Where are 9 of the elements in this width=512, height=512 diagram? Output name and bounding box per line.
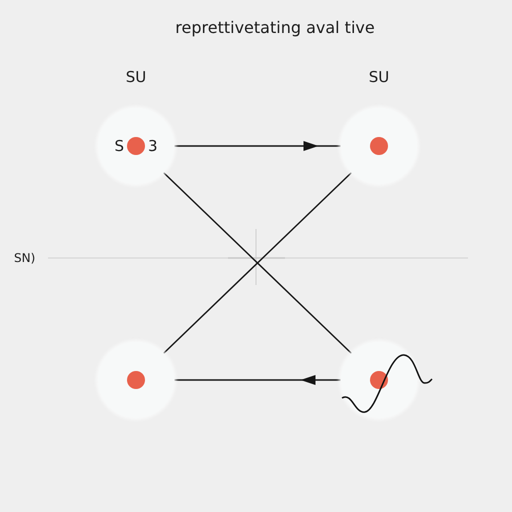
crossing-lines bbox=[163, 172, 352, 354]
diagram-title: reprettivetating aval tive bbox=[175, 18, 375, 38]
line-label: SN) bbox=[14, 251, 36, 266]
node-heading: SU bbox=[368, 68, 390, 86]
node-text: 3 bbox=[148, 137, 158, 155]
arrow bbox=[174, 375, 340, 385]
arrow bbox=[174, 141, 340, 151]
node-text: S bbox=[114, 137, 124, 155]
node-heading: SU bbox=[126, 68, 146, 86]
